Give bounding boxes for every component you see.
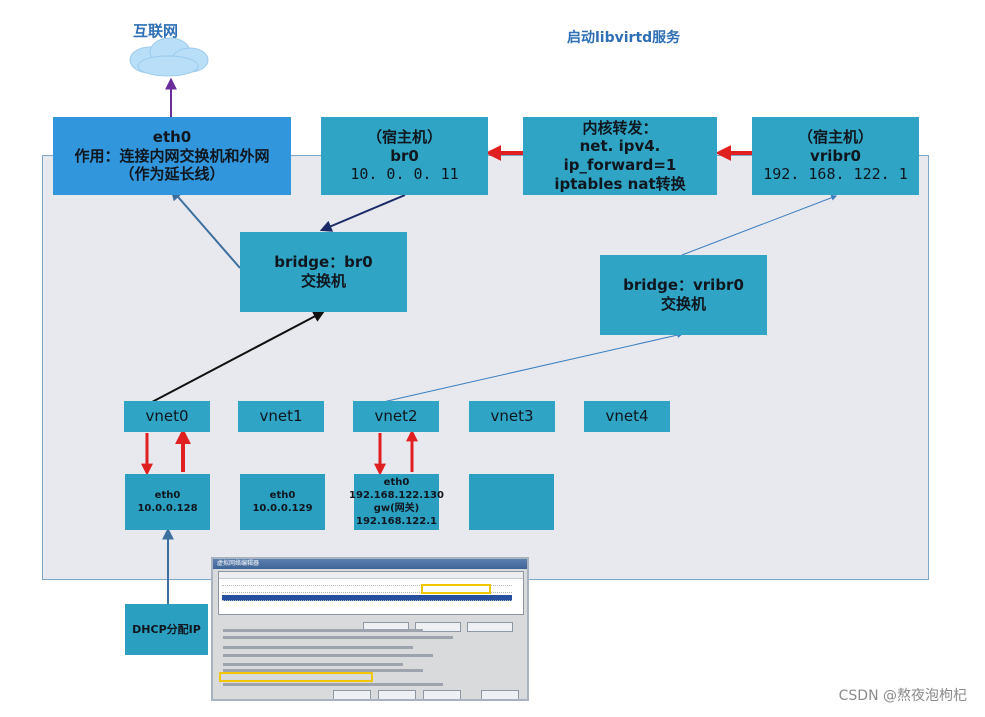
bridge-vribr0-line1: bridge：vribr0	[623, 276, 744, 295]
bridge-vribr0-box: bridge：vribr0 交换机	[600, 255, 767, 335]
vm2-iface: eth0	[269, 490, 296, 501]
br0-host-box: （宿主机） br0 10. 0. 0. 11	[321, 117, 488, 195]
editor-highlight-dhcp	[421, 584, 491, 594]
vm4-box	[469, 474, 554, 530]
vnet0-to-bridge-arrow	[151, 310, 326, 403]
vribr0-host-line2: vribr0	[810, 146, 861, 165]
vm3-gateway-ip: 192.168.122.1	[356, 516, 437, 527]
vm1-iface: eth0	[154, 490, 181, 501]
br0-to-bridge-arrow	[319, 194, 406, 232]
bridge-br0-line1: bridge：br0	[274, 253, 373, 272]
br0-host-line2: br0	[390, 146, 419, 165]
editor-highlight-dhcp-option	[219, 672, 373, 682]
vm3-box: eth0 192.168.122.130 gw(网关) 192.168.122.…	[349, 474, 444, 530]
bridge-br0-line2: 交换机	[300, 272, 346, 290]
vm1-ip: 10.0.0.128	[137, 503, 198, 514]
vribr0-host-box: （宿主机） vribr0 192. 168. 122. 1	[752, 117, 919, 195]
br0-host-line1: （宿主机）	[366, 127, 442, 146]
vm3-ip: 192.168.122.130	[349, 490, 444, 501]
kernel-forward-line2: net. ipv4. ip_forward=1	[563, 137, 677, 174]
eth0-host-line2: 作用：连接内网交换机和外网	[74, 146, 270, 165]
vribr0-host-ip: 192. 168. 122. 1	[763, 165, 908, 184]
watermark: CSDN @熬夜泡枸杞	[838, 688, 967, 704]
vm1-box: eth0 10.0.0.128	[125, 474, 210, 530]
br0-host-ip: 10. 0. 0. 11	[350, 165, 459, 184]
vnet1-box: vnet1	[238, 401, 324, 432]
editor-title: 虚拟网络编辑器	[213, 559, 527, 569]
vnet2-box: vnet2	[353, 401, 439, 432]
eth0-host-line3: （作为延长线）	[119, 165, 225, 184]
vribr0-bridge-to-host-arrow	[681, 194, 838, 256]
kernel-forward-line1: 内核转发：	[582, 118, 658, 137]
bridge-to-eth0-arrow	[170, 188, 241, 269]
vnet4-box: vnet4	[584, 401, 670, 432]
vribr0-host-line1: （宿主机）	[797, 127, 873, 146]
eth0-host-line1: eth0	[152, 127, 192, 146]
vnet2-to-vribr0-bridge-arrow	[382, 332, 684, 403]
vnet0-box: vnet0	[124, 401, 210, 432]
diagram-title: 启动libvirtd服务	[567, 30, 681, 46]
virtual-network-editor-screenshot: 虚拟网络编辑器	[211, 557, 529, 701]
cloud-icon	[129, 37, 209, 77]
kernel-forward-line3: iptables nat转换	[554, 174, 686, 193]
bridge-vribr0-line2: 交换机	[660, 295, 706, 313]
vm3-gateway-label: gw(网关)	[373, 503, 420, 514]
vm3-iface: eth0	[383, 477, 410, 488]
vnet3-box: vnet3	[469, 401, 555, 432]
internet-label: 互联网	[133, 22, 179, 40]
kernel-forward-box: 内核转发： net. ipv4. ip_forward=1 iptables n…	[523, 117, 717, 195]
vm2-box: eth0 10.0.0.129	[240, 474, 325, 530]
eth0-host-box: eth0 作用：连接内网交换机和外网 （作为延长线）	[53, 117, 291, 195]
editor-button-row	[363, 617, 519, 636]
dhcp-box: DHCP分配IP	[125, 604, 208, 655]
vm2-ip: 10.0.0.129	[252, 503, 313, 514]
bridge-br0-box: bridge：br0 交换机	[240, 232, 407, 312]
editor-network-table	[218, 571, 524, 615]
